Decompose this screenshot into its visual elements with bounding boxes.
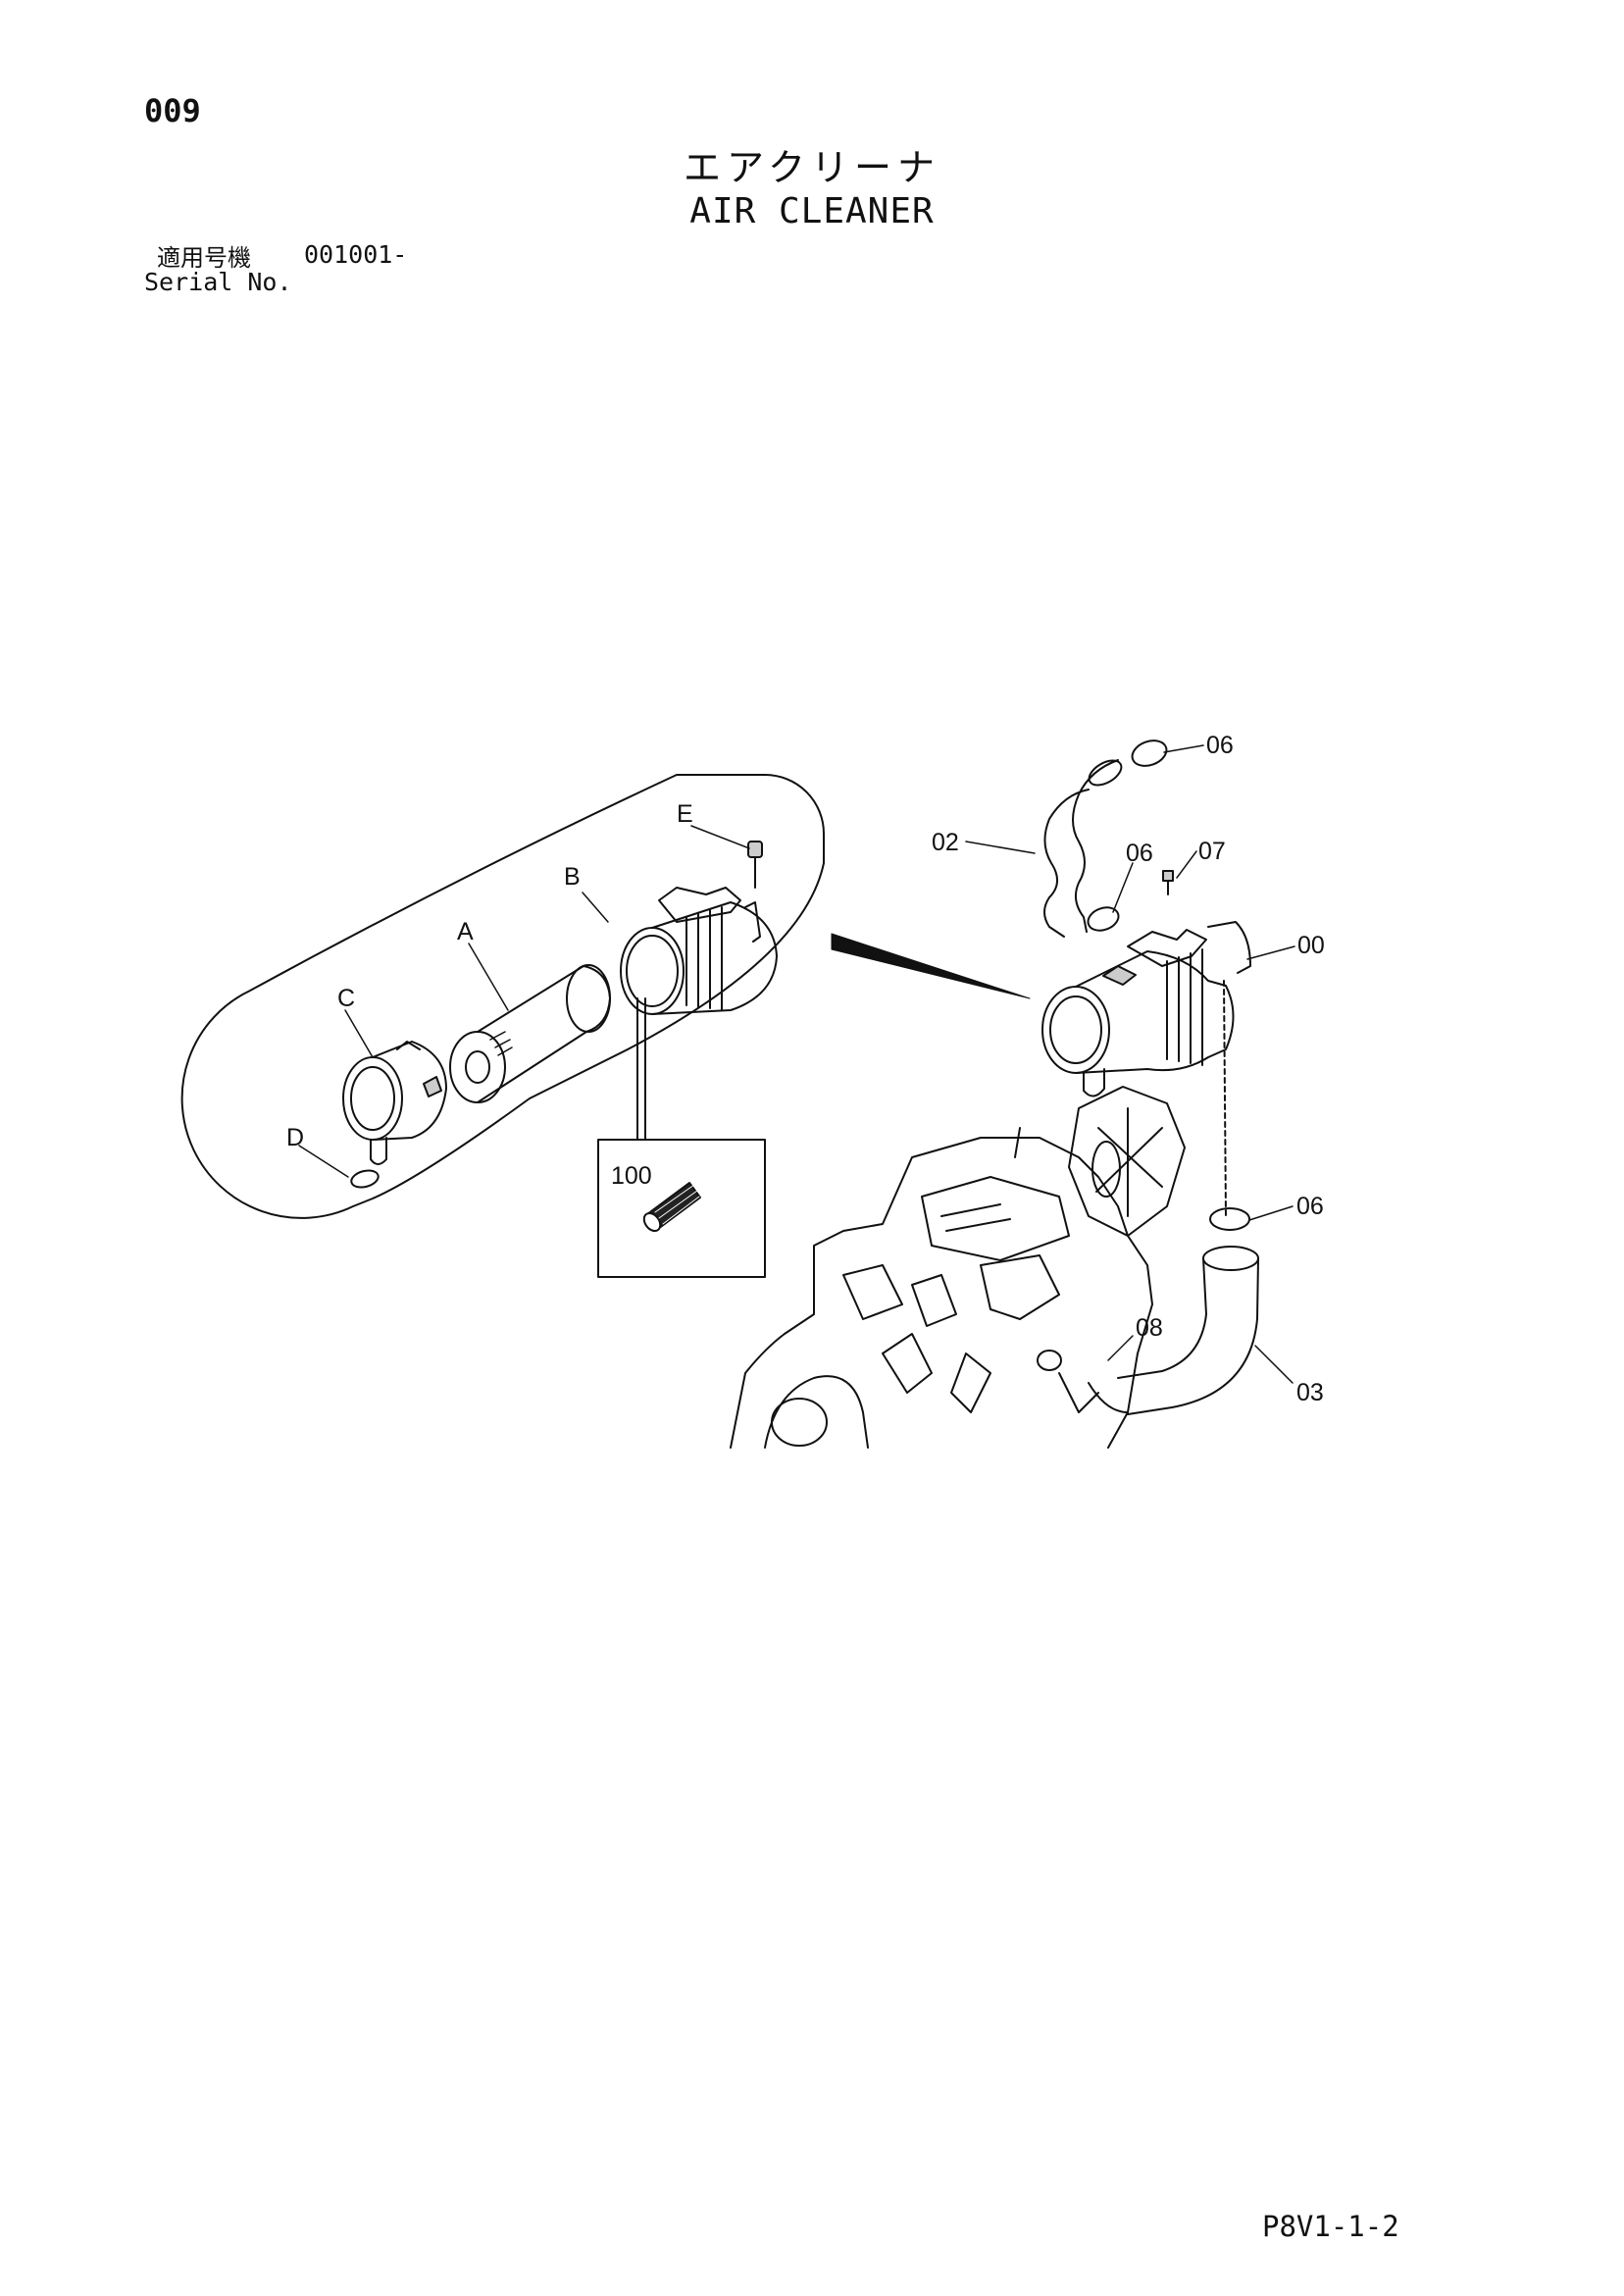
callout-d: D bbox=[286, 1124, 304, 1151]
callout-08: 08 bbox=[1136, 1314, 1163, 1342]
air-cleaner-drawing bbox=[1041, 921, 1251, 1217]
page-title: AIR CLEANER bbox=[689, 191, 935, 231]
callout-02: 02 bbox=[932, 829, 959, 856]
exploded-view-pointer bbox=[831, 933, 1031, 999]
clamp-lower-drawing bbox=[1209, 1207, 1250, 1231]
inner-element-drawing bbox=[642, 1182, 701, 1233]
callout-b: B bbox=[564, 863, 581, 891]
clamp-mid-drawing bbox=[1087, 906, 1120, 932]
cap-drawing bbox=[342, 1041, 447, 1165]
engine-drawing bbox=[730, 1086, 1186, 1449]
body-drawing bbox=[620, 841, 778, 1015]
inner-element-box bbox=[597, 1139, 766, 1278]
serial-range: 001001- bbox=[304, 240, 408, 269]
callout-06-top: 06 bbox=[1206, 732, 1234, 759]
callout-e: E bbox=[677, 800, 693, 828]
clamp-top-drawing bbox=[1131, 740, 1168, 767]
outer-element-drawing bbox=[449, 964, 611, 1103]
page-title-japanese: エアクリーナ bbox=[683, 146, 941, 189]
upper-hose-drawing bbox=[1043, 759, 1123, 938]
serial-label: Serial No. bbox=[144, 268, 292, 296]
footer-code: P8V1-1-2 bbox=[1262, 2210, 1399, 2243]
exploded-view-outline bbox=[180, 774, 825, 1219]
callout-03: 03 bbox=[1296, 1379, 1324, 1406]
callout-07: 07 bbox=[1198, 838, 1226, 865]
callout-a: A bbox=[457, 918, 474, 945]
callout-100: 100 bbox=[611, 1162, 652, 1190]
serial-label-japanese: 適用号機 bbox=[157, 244, 251, 272]
callout-00: 00 bbox=[1297, 932, 1325, 959]
valve-drawing bbox=[350, 1169, 380, 1189]
callout-c: C bbox=[337, 985, 355, 1012]
callout-06-lower: 06 bbox=[1296, 1193, 1324, 1220]
callout-06-mid: 06 bbox=[1126, 840, 1153, 867]
bolt-drawing bbox=[1162, 870, 1174, 895]
page-number: 009 bbox=[144, 92, 201, 129]
lower-hose-drawing bbox=[1117, 1246, 1259, 1415]
leader-lines bbox=[298, 744, 1295, 1384]
